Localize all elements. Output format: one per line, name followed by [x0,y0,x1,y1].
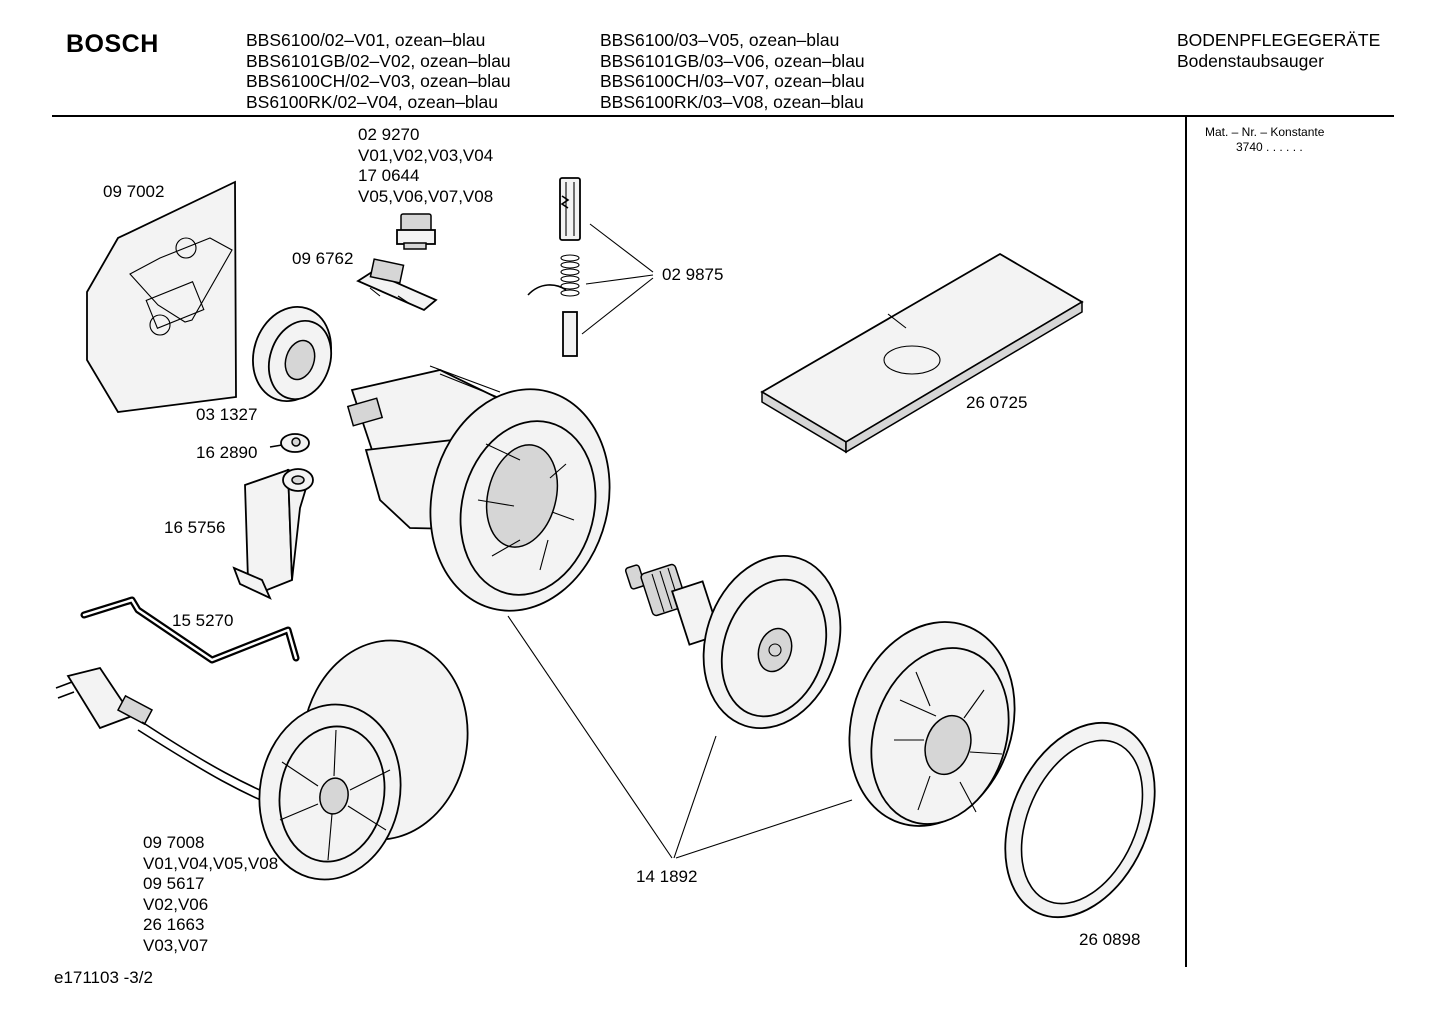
label-155270: 15 5270 [172,611,234,630]
clip-part [269,433,310,453]
mat-nr-title: Mat. – Nr. – Konstante [1205,125,1325,139]
variant-list: V02,V06 [143,894,209,914]
switch-part [396,213,436,250]
part-number: 09 7008 [143,833,205,852]
mat-nr-value: 3740 . . . . . . [1236,140,1303,154]
seal-ring-part [1004,721,1156,919]
bearing-ring-part [252,305,332,403]
part-number: 26 1663 [143,915,205,934]
leader-lines-141892 [507,615,853,859]
label-031327: 03 1327 [196,405,258,424]
model-item: BBS6101GB/02–V02, ozean–blau [246,50,511,71]
label-165756: 16 5756 [164,518,226,537]
label-cord-reel-group: 09 7008 V01,V04,V05,V08 09 5617 V02,V06 … [143,833,278,956]
model-item: BBS6100CH/03–V07, ozean–blau [600,71,865,91]
label-switch-group: 02 9270 V01,V02,V03,V04 17 0644 V05,V06,… [358,125,493,207]
part-number: 09 5617 [143,874,205,893]
holder-bracket-part [232,468,314,600]
part-number: 02 9270 [358,125,420,144]
fan-cover-part [848,621,1016,827]
motor-housing-part [346,365,611,612]
model-item: BBS6100/03–V05, ozean–blau [600,30,840,50]
category-subtitle: Bodenstaubsauger [1177,51,1324,71]
model-item: BBS6100/02–V01, ozean–blau [246,30,486,50]
model-item: BBS6100CH/02–V03, ozean–blau [246,71,511,91]
part-number: 17 0644 [358,166,420,185]
category-title: BODENPFLEGEGERÄTE [1177,30,1381,50]
cord-reel-part [55,639,469,881]
variant-list: V03,V07 [143,935,209,955]
armature-impeller-part [624,554,842,730]
label-162890: 16 2890 [196,443,258,462]
label-260725: 26 0725 [966,393,1028,412]
brand-logo: BOSCH [66,30,159,58]
label-029875: 02 9875 [662,265,724,284]
drawing-number: e171103 -3/2 [54,968,153,987]
variant-list: V01,V02,V03,V04 [358,145,494,165]
model-list-left: BBS6100/02–V01, ozean–blau BBS6101GB/02–… [246,30,511,112]
header-divider [52,115,1394,117]
model-list-right: BBS6100/03–V05, ozean–blau BBS6101GB/03–… [600,30,865,112]
model-item: BS6100RK/02–V04, ozean–blau [246,91,499,112]
model-item: BBS6100RK/03–V08, ozean–blau [600,91,864,112]
foam-filter-plate-part [760,252,1084,454]
model-item: BBS6101GB/03–V06, ozean–blau [600,50,865,71]
label-141892: 14 1892 [636,867,698,886]
label-260898: 26 0898 [1079,930,1141,949]
suppressor-part [356,258,438,312]
variant-list: V05,V06,V07,V08 [358,186,494,206]
filter-plate-part [86,180,237,413]
label-097002: 09 7002 [103,182,165,201]
label-096762: 09 6762 [292,249,354,268]
carbon-brush-set-part [527,177,654,357]
sidebar-divider [1185,117,1187,967]
variant-list: V01,V04,V05,V08 [143,853,279,873]
